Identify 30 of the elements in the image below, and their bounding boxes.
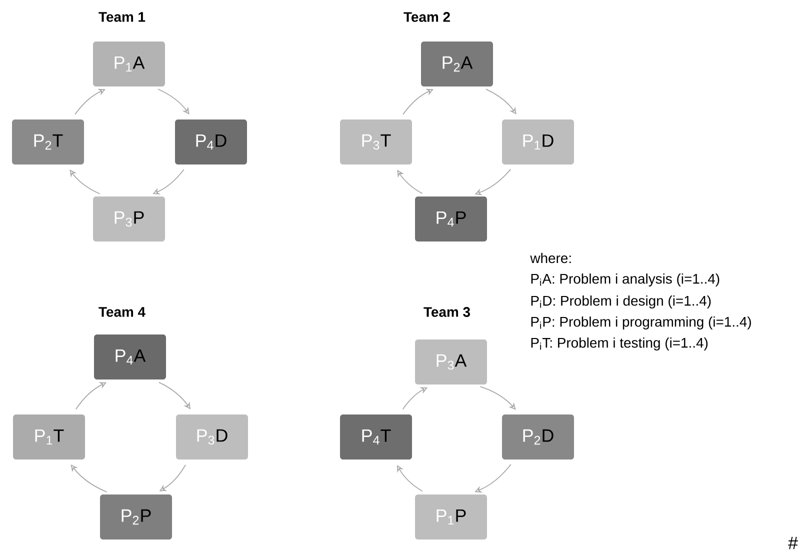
team-title: Team 2	[404, 12, 450, 22]
process-box: P$_{2}$T	[12, 120, 84, 164]
team-title: Team 1	[98, 12, 146, 22]
hash-mark: #	[788, 536, 798, 550]
legend-text: where:	[530, 252, 571, 264]
process-box: P$_{2}$D	[502, 414, 574, 460]
process-box: P$_{1}$P	[415, 494, 487, 540]
process-box: P$_{1}$T	[13, 414, 85, 460]
process-box: P$_{2}$A	[421, 42, 493, 86]
team-title: Team 3	[424, 307, 470, 317]
process-box: P$_{4}$A	[94, 334, 166, 380]
legend-text: P$_{i}$D: Problem i design (i=1..4)	[531, 296, 711, 308]
process-box: P$_{1}$D	[502, 120, 574, 164]
arrow	[480, 386, 516, 410]
arrow	[486, 88, 516, 114]
process-box: P$_{3}$A	[415, 340, 487, 384]
process-box: P$_{3}$P	[93, 196, 165, 242]
team-title: Team 4	[98, 307, 146, 317]
arrow	[158, 88, 190, 114]
process-box: P$_{4}$P	[415, 196, 487, 242]
process-box: P$_{3}$D	[176, 414, 248, 460]
process-box: P$_{3}$T	[340, 120, 412, 164]
process-box: P$_{4}$T	[340, 414, 412, 460]
arrow	[70, 170, 100, 194]
process-box: P$_{2}$P	[100, 494, 172, 540]
legend-text: P$_{i}$T: Problem i testing (i=1..4)	[531, 338, 708, 350]
process-box: P$_{1}$A	[93, 42, 165, 86]
process-box: P$_{4}$D	[175, 120, 247, 164]
legend-text: P$_{i}$A: Problem i analysis (i=1..4)	[531, 274, 720, 286]
legend-text: P$_{i}$P: Problem i programming (i=1..4)	[531, 316, 751, 330]
